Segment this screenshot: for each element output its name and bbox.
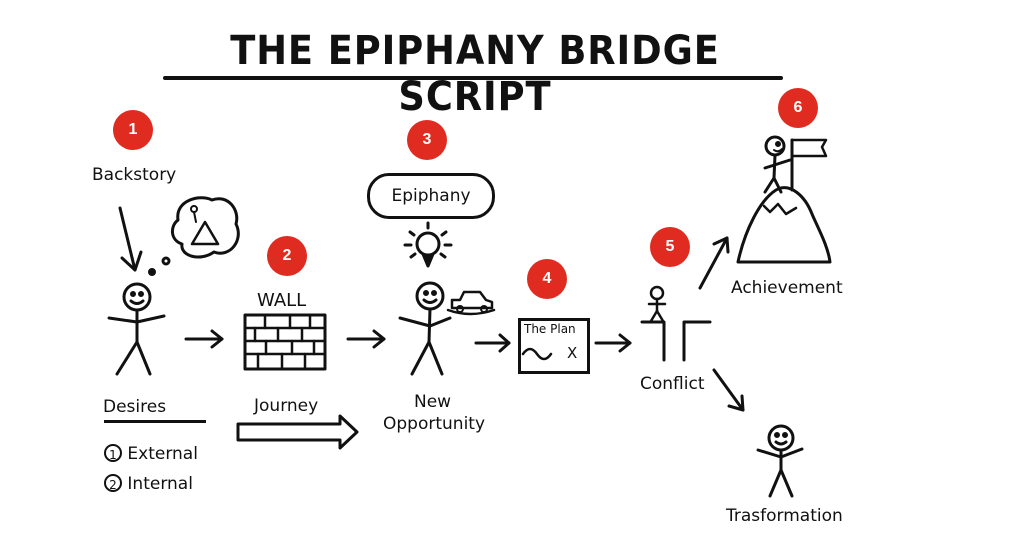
new-opportunity-line2: Opportunity xyxy=(383,414,486,434)
plan-wave-icon xyxy=(521,347,553,361)
car-icon xyxy=(446,290,496,316)
step-badge-5: 5 xyxy=(650,227,690,267)
thought-cloud-icon xyxy=(171,196,240,259)
wall-label: WALL xyxy=(257,290,307,311)
desire-item-external: 1 External xyxy=(104,444,198,464)
desire-item-internal: 2 Internal xyxy=(104,474,193,494)
brick-wall-icon xyxy=(243,313,327,371)
achievement-label: Achievement xyxy=(731,278,843,298)
desire-number: 1 xyxy=(104,444,122,462)
step-badge-2: 2 xyxy=(267,236,307,276)
stick-figure-icon xyxy=(398,281,452,376)
mountain-icon xyxy=(736,186,832,264)
step-badge-6: 6 xyxy=(778,88,818,128)
title-underline xyxy=(163,76,783,80)
diagram-title: THE EPIPHANY BRIDGE SCRIPT xyxy=(230,28,720,120)
epiphany-label: Epiphany xyxy=(391,186,471,206)
arrow-right-icon xyxy=(474,333,511,353)
desire-label: Internal xyxy=(127,474,193,494)
step-badge-3: 3 xyxy=(407,120,447,160)
flag-icon xyxy=(790,138,828,192)
cliff-gap-icon xyxy=(640,320,712,362)
arrow-right-icon xyxy=(184,329,224,349)
plan-x-mark: X xyxy=(567,344,578,362)
desire-number: 2 xyxy=(104,474,122,492)
stick-figure-icon xyxy=(107,282,166,376)
arrow-down-right-icon xyxy=(712,368,745,412)
epiphany-bubble: Epiphany xyxy=(367,173,495,219)
arrow-down-icon xyxy=(118,206,143,272)
arrow-right-icon xyxy=(594,333,632,353)
desires-underline xyxy=(104,420,206,423)
thought-dots-icon xyxy=(148,256,171,276)
desire-label: External xyxy=(127,444,198,464)
stick-figure-icon xyxy=(763,135,792,194)
arrow-up-right-icon xyxy=(698,236,730,290)
stick-figure-icon xyxy=(756,424,804,498)
plan-label: The Plan xyxy=(524,322,576,336)
step-badge-4: 4 xyxy=(527,259,567,299)
light-bulb-icon xyxy=(403,221,453,268)
new-opportunity-line1: New xyxy=(414,392,452,412)
desires-heading: Desires xyxy=(103,397,167,417)
journey-arrow-icon xyxy=(236,414,359,450)
journey-label: Journey xyxy=(254,396,319,416)
backstory-label: Backstory xyxy=(92,165,177,185)
stick-figure-icon xyxy=(647,285,667,323)
arrow-right-icon xyxy=(346,329,386,349)
plan-board xyxy=(518,318,590,374)
transformation-label: Trasformation xyxy=(726,506,843,526)
conflict-label: Conflict xyxy=(640,374,705,394)
step-badge-1: 1 xyxy=(113,110,153,150)
